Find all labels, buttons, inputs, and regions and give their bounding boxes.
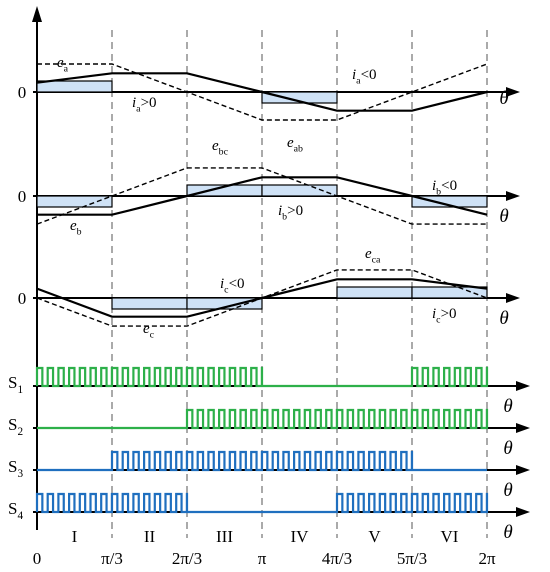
theta-label-switch-1: θ — [503, 396, 512, 417]
switch-signal-s4 — [35, 492, 489, 514]
phase-emf-trace-ea — [36, 72, 488, 112]
label-eb: eb — [70, 218, 82, 238]
origin-label-phase-c: 0 — [18, 289, 27, 308]
region-label-6: VI — [441, 527, 459, 546]
label-ia-pos: ia>0 — [132, 95, 157, 115]
phase-emf-trace-ec — [36, 278, 488, 318]
phase-traces — [36, 63, 488, 327]
label-ec: ec — [143, 321, 155, 341]
switch-signals — [35, 366, 489, 514]
current-band-b-sector-1 — [36, 195, 113, 208]
label-eab: eab — [287, 135, 303, 155]
region-label-5: V — [368, 527, 381, 546]
x-tick-label-0: 0 — [33, 549, 42, 568]
theta-axis-switch-4-arrowhead — [516, 507, 530, 517]
switch-label-3: S3 — [8, 457, 23, 480]
region-label-2: II — [144, 527, 156, 546]
switch-signal-s3 — [37, 450, 487, 472]
label-ib-neg: ib<0 — [432, 178, 457, 198]
current-band-b-sector-4 — [261, 184, 338, 197]
theta-label-phase-a: θ — [499, 88, 508, 109]
line-voltage-trace-eab — [37, 63, 488, 121]
line-voltage-trace-ebc — [36, 167, 487, 225]
x-tick-label-4: 4π/3 — [322, 549, 352, 568]
origin-label-phase-a: 0 — [18, 83, 27, 102]
theta-axis-phase-b-arrowhead — [506, 191, 520, 201]
theta-label-phase-c: θ — [499, 308, 508, 329]
current-band-c-sector-3 — [186, 297, 263, 310]
x-tick-label-1: π/3 — [101, 549, 123, 568]
x-tick-label-2: 2π/3 — [172, 549, 202, 568]
current-band-c-sector-6 — [411, 286, 488, 299]
x-tick-label-5: 5π/3 — [397, 549, 427, 568]
switch-signal-s2 — [37, 408, 489, 430]
label-ic-neg: ic<0 — [220, 276, 245, 296]
current-band-c-sector-5 — [336, 286, 413, 299]
x-tick-label-6: 2π — [478, 549, 496, 568]
theta-axis-switch-3-arrowhead — [516, 465, 530, 475]
theta-axis-switch-2-arrowhead — [516, 423, 530, 433]
theta-axis-phase-a-arrowhead — [506, 87, 520, 97]
x-tick-label-3: π — [258, 549, 267, 568]
region-label-3: III — [216, 527, 233, 546]
region-label-4: IV — [291, 527, 310, 546]
current-band-a-sector-4 — [261, 91, 338, 104]
switch-label-2: S2 — [8, 415, 23, 438]
vertical-axis-arrowhead — [32, 6, 42, 22]
switch-label-1: S1 — [8, 373, 23, 396]
phase-emf-trace-eb — [37, 176, 488, 216]
theta-label-switch-2: θ — [503, 438, 512, 459]
label-ib-pos: ib>0 — [278, 203, 303, 223]
theta-axis-phase-c-arrowhead — [506, 293, 520, 303]
label-ia-neg: ia<0 — [352, 67, 377, 87]
label-ic-pos: ic>0 — [432, 306, 457, 326]
theta-axis-switch-1-arrowhead — [516, 381, 530, 391]
theta-label-switch-4: θ — [503, 522, 512, 543]
current-band-a-sector-1 — [36, 80, 113, 93]
current-band-c-sector-2 — [111, 297, 188, 310]
switch-signal-s1 — [35, 366, 489, 388]
switch-label-4: S4 — [8, 499, 23, 522]
theta-label-phase-b: θ — [499, 206, 508, 227]
labels: 0 θ 0 θ 0 θ ea ia>0 ia<0 eab ebc eb ib>0 ib<0 eca ic<0 e… — [8, 55, 513, 568]
current-band-b-sector-6 — [411, 195, 488, 208]
label-eca: eca — [365, 246, 381, 266]
theta-label-switch-3: θ — [503, 480, 512, 501]
label-ebc: ebc — [212, 138, 229, 158]
region-label-1: I — [72, 527, 78, 546]
label-ea: ea — [57, 55, 69, 75]
origin-label-phase-b: 0 — [18, 187, 27, 206]
